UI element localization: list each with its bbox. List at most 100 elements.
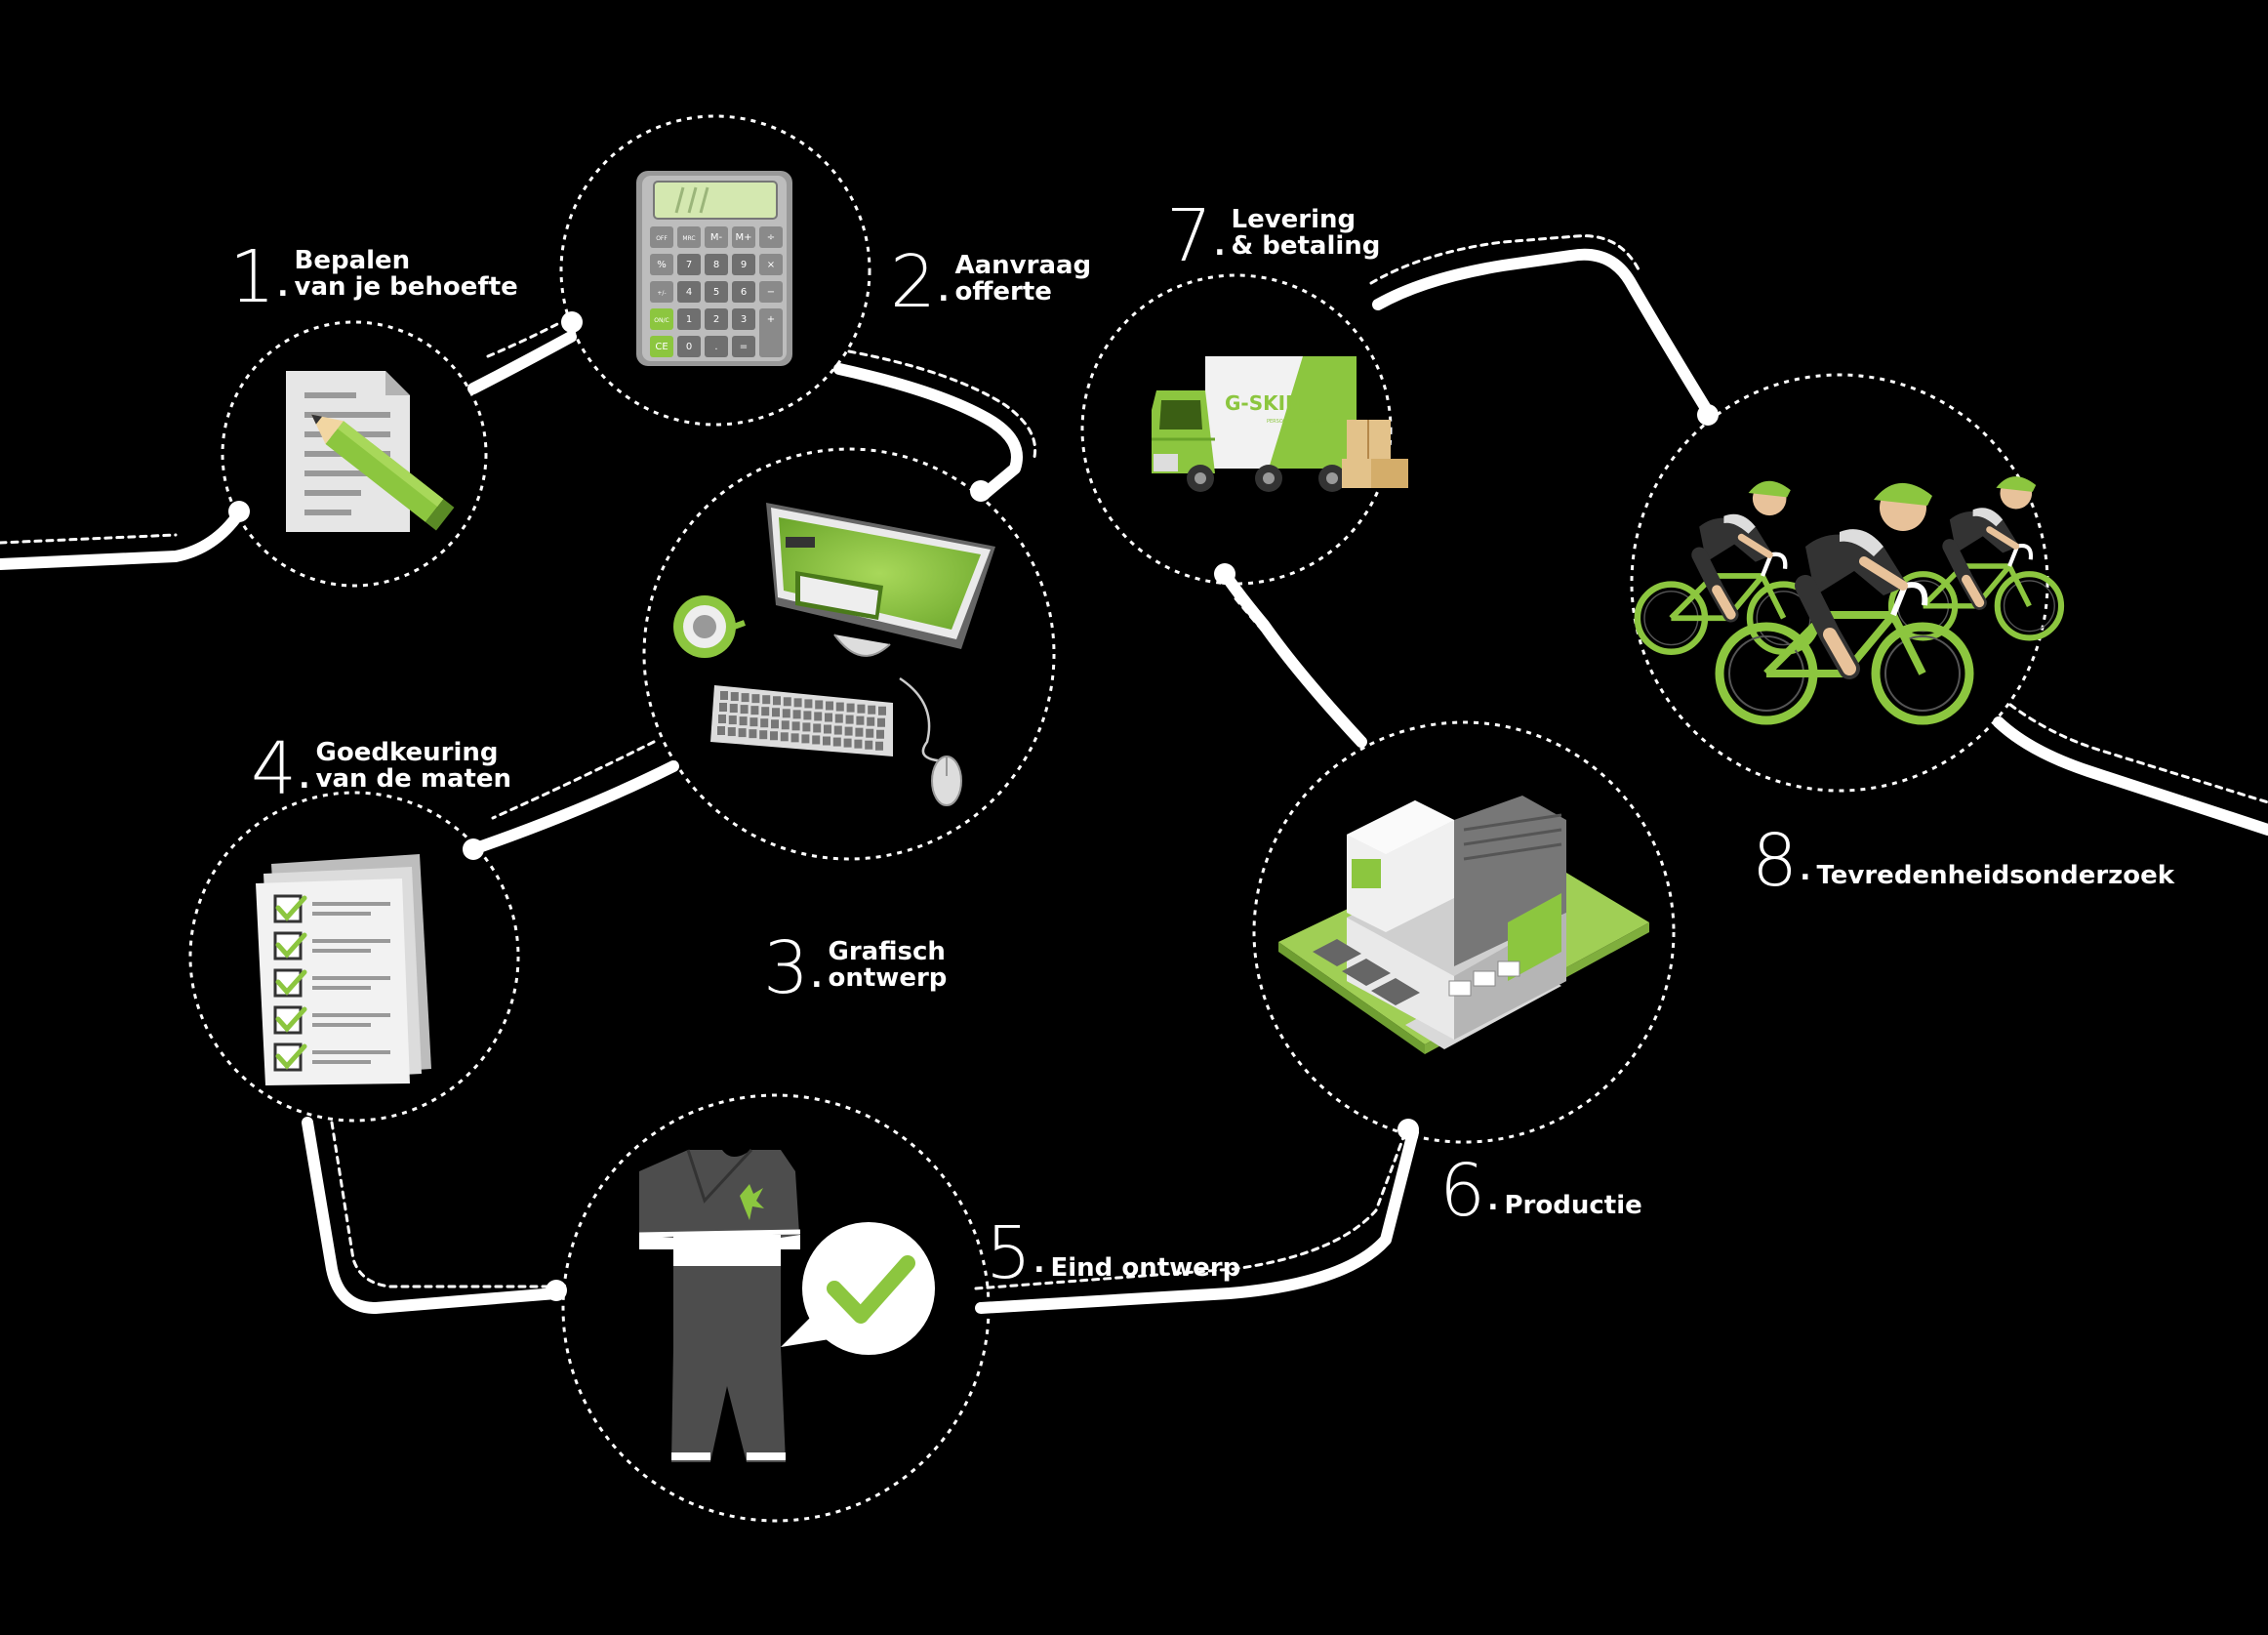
keyboard-key xyxy=(761,707,770,716)
keyboard-key xyxy=(844,726,853,736)
keyboard-key xyxy=(792,710,801,719)
calculator-key: OFF xyxy=(650,226,673,248)
checklist-row xyxy=(273,1042,390,1072)
cyclists-icon xyxy=(1634,476,2065,725)
keyboard-key xyxy=(834,714,843,723)
svg-text:MRC: MRC xyxy=(682,235,695,242)
keyboard-key xyxy=(815,700,824,710)
calculator-key: × xyxy=(759,254,783,275)
road-segment-6-7 xyxy=(1219,568,1367,748)
keyboard-key xyxy=(762,695,771,705)
step-3-circle xyxy=(642,447,1056,861)
calculator-key: M- xyxy=(705,226,728,248)
calculator-key: 9 xyxy=(732,254,755,275)
svg-text:×: × xyxy=(767,260,775,270)
road-segment-4-5-dash xyxy=(330,1121,558,1288)
keyboard-key xyxy=(750,706,759,715)
keyboard-key xyxy=(866,728,874,738)
road-segment-3-4-dash xyxy=(491,740,656,820)
svg-text:0: 0 xyxy=(686,342,692,352)
step-4-subtitle: van de maten xyxy=(315,764,512,794)
cyclist-icon xyxy=(1887,476,2065,641)
keyboard-key xyxy=(739,716,748,726)
cyclist-icon xyxy=(1634,480,1821,655)
cyclist-icon xyxy=(1715,482,1974,725)
road-joints xyxy=(228,311,1719,1301)
svg-text:ON/C: ON/C xyxy=(654,317,668,324)
keyboard-key xyxy=(751,694,760,704)
calculator-key: +/- xyxy=(650,281,673,303)
checklist-icon xyxy=(256,854,431,1085)
calculator-key: 8 xyxy=(705,254,728,275)
step-6-circle xyxy=(1252,720,1676,1144)
keyboard-key xyxy=(760,718,769,728)
keyboard-key xyxy=(855,727,864,737)
calculator-key: 3 xyxy=(732,308,755,330)
keyboard-key xyxy=(791,721,800,731)
svg-text:M-: M- xyxy=(710,232,723,243)
step-5-circle xyxy=(561,1093,991,1523)
road-segment-start-1 xyxy=(0,508,245,570)
step-3-subtitle: ontwerp xyxy=(828,963,948,993)
approval-bubble-icon xyxy=(781,1222,935,1355)
step-2-circle xyxy=(559,114,871,427)
keyboard-key xyxy=(773,696,781,706)
svg-text:+: + xyxy=(767,314,775,325)
keyboard-key xyxy=(730,692,739,702)
keyboard-key xyxy=(876,729,884,739)
step-6-label: 6. Productie xyxy=(1439,1149,1642,1233)
keyboard-key xyxy=(728,715,737,725)
keyboard-key xyxy=(868,705,876,715)
keyboard-key xyxy=(804,699,813,709)
keyboard-key xyxy=(780,732,789,742)
road-segment-start-dash xyxy=(0,533,178,545)
keyboard-key xyxy=(814,712,823,721)
svg-text:=: = xyxy=(740,342,748,352)
svg-text:M+: M+ xyxy=(735,232,751,243)
road-segment-5-6 xyxy=(975,1126,1419,1314)
keyboard-key xyxy=(823,736,830,746)
step-2-title: Aanvraag xyxy=(954,251,1092,280)
checklist-row xyxy=(273,894,390,923)
road-segment-2-3 xyxy=(833,363,1023,499)
svg-text:.: . xyxy=(714,342,717,352)
checklist-row xyxy=(273,1005,390,1035)
keyboard-key xyxy=(845,715,854,724)
checklist-row xyxy=(273,931,390,961)
keyboard-key xyxy=(867,716,875,726)
calculator-key: M+ xyxy=(732,226,755,248)
calculator-key: − xyxy=(759,281,783,303)
calculator-key: ON/C xyxy=(650,308,673,330)
keyboard-key xyxy=(832,737,841,747)
step-8-circle xyxy=(1630,373,2049,793)
road-segment-5-6-dash xyxy=(974,1130,1407,1290)
step-1-subtitle: van je behoefte xyxy=(294,272,518,302)
keyboard-key xyxy=(771,719,779,729)
svg-text:3: 3 xyxy=(741,314,747,325)
keyboard-key xyxy=(718,715,726,723)
keyboard-key xyxy=(783,697,791,707)
keyboard-key xyxy=(749,729,757,739)
svg-text:+/-: +/- xyxy=(657,290,666,297)
keyboard-key xyxy=(720,691,728,700)
calculator-key: 2 xyxy=(705,308,728,330)
keyboard-key xyxy=(865,740,873,750)
calculator-key: 6 xyxy=(732,281,755,303)
keyboard-key xyxy=(782,709,790,718)
keyboard-key xyxy=(717,726,725,735)
step-1-circle xyxy=(221,320,488,588)
svg-text:9: 9 xyxy=(741,260,747,270)
svg-text:6: 6 xyxy=(741,287,747,298)
road-segment-end-dash xyxy=(2008,703,2268,804)
keyboard-key xyxy=(727,727,736,737)
calculator-key: ÷ xyxy=(759,226,783,248)
svg-text:4: 4 xyxy=(686,287,692,298)
jersey-icon xyxy=(638,1148,935,1462)
step-1-title: Bepalen xyxy=(294,246,411,275)
svg-text:OFF: OFF xyxy=(656,235,668,242)
svg-text:%: % xyxy=(657,260,667,270)
keyboard-key xyxy=(854,739,863,749)
svg-text:7: 7 xyxy=(686,260,692,270)
